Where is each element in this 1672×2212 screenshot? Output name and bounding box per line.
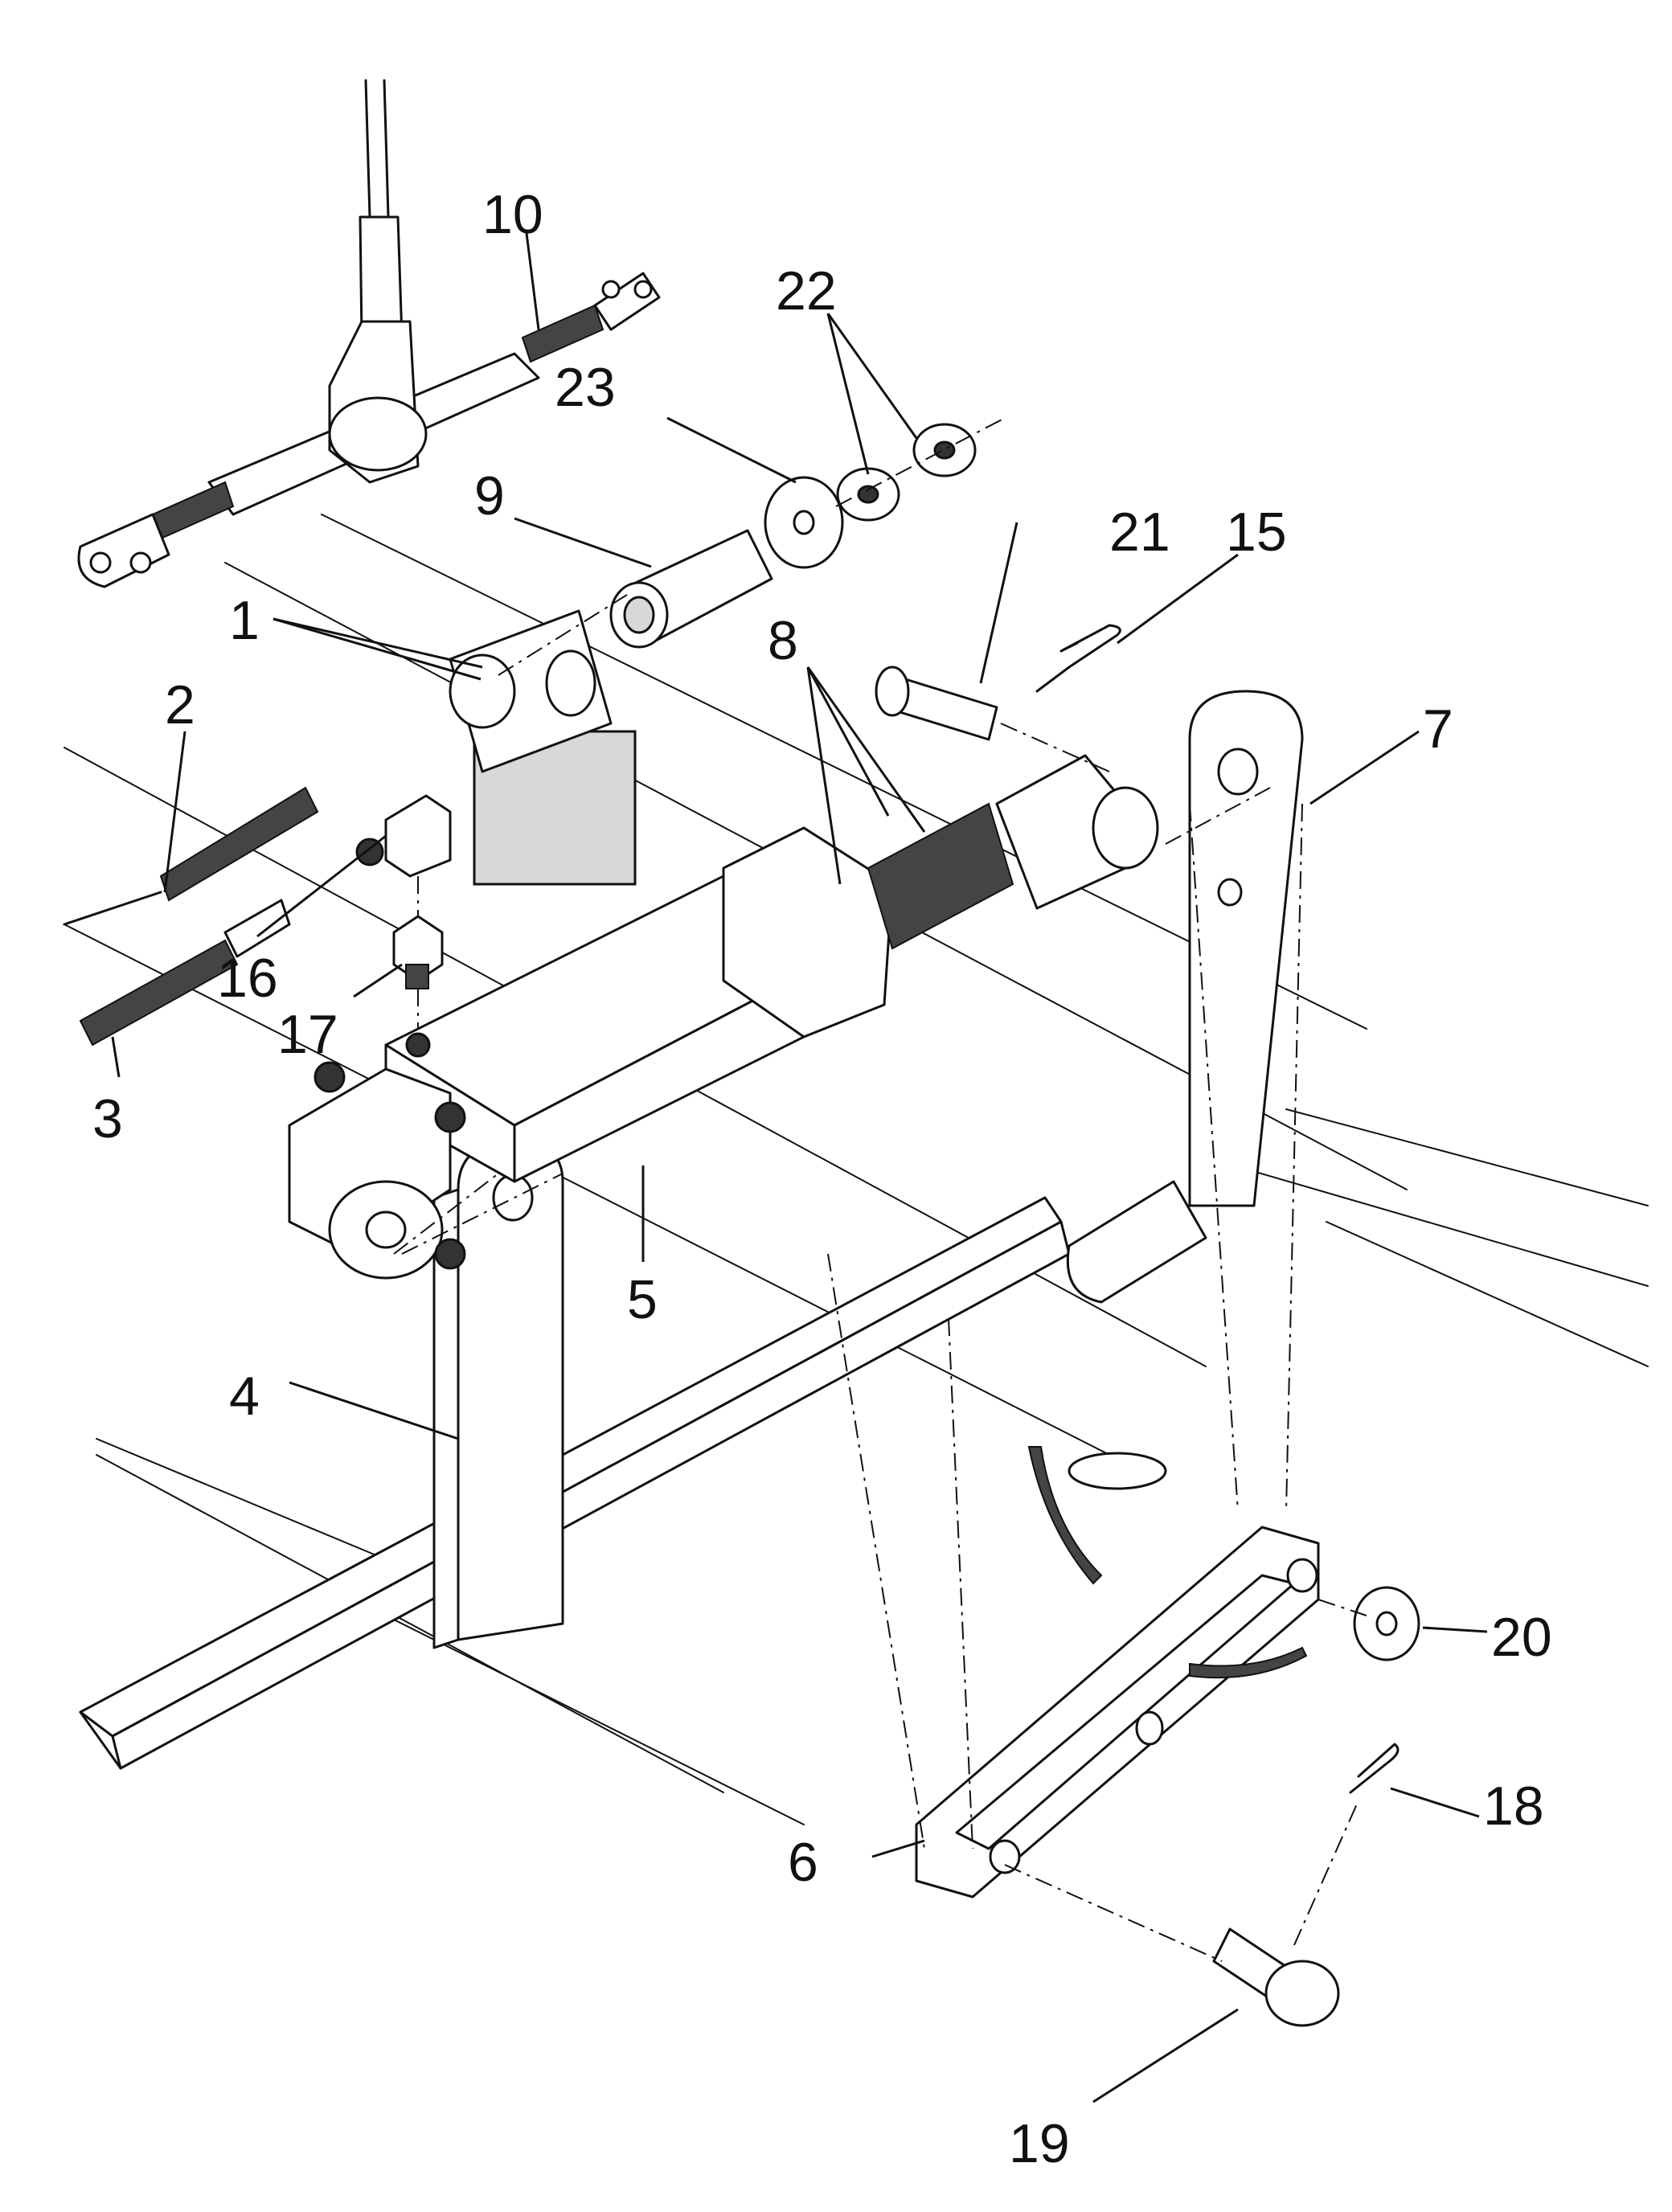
- fitting-part-16: [355, 794, 452, 878]
- callout-18: 18: [1483, 1776, 1544, 1837]
- cotter-pin-part-18: [1349, 1743, 1399, 1794]
- callout-5: 5: [627, 1269, 658, 1330]
- callout-2: 2: [165, 674, 195, 735]
- callout-8: 8: [768, 610, 798, 671]
- callout-16: 16: [217, 948, 278, 1009]
- callout-leaders: [111, 232, 1488, 2103]
- callout-4: 4: [229, 1366, 260, 1427]
- washer-part-20: [1353, 1586, 1420, 1661]
- clevis-pin-part-21: [875, 666, 998, 741]
- hitch-pin-part-19: [1212, 1927, 1340, 2027]
- hydraulic-cylinder-part-5: [288, 754, 1159, 1280]
- clevis-part-1: [449, 609, 637, 886]
- callout-9: 9: [474, 465, 505, 526]
- callout-3: 3: [92, 1088, 123, 1149]
- callout-23: 23: [555, 357, 616, 418]
- tie-rod-part-10: [77, 79, 661, 588]
- callout-15: 15: [1226, 502, 1287, 563]
- washer-part-23: [764, 476, 844, 569]
- callout-labels: 1 2 3 4 5 6 7 8 9 10 15 16 17 18 19 20 2…: [92, 184, 1552, 2174]
- callout-17: 17: [277, 1004, 338, 1065]
- callout-6: 6: [788, 1832, 818, 1893]
- mounting-bracket-part-4: [432, 1140, 564, 1649]
- alignment-lines: [393, 417, 1367, 1962]
- drawbar-part-6: [915, 1446, 1320, 1899]
- sleeve-part-9: [609, 529, 773, 649]
- callout-1: 1: [229, 590, 260, 651]
- callout-21: 21: [1109, 502, 1170, 563]
- callout-10: 10: [482, 184, 543, 245]
- hairpin-part-15: [1035, 624, 1121, 693]
- threaded-rod-part-2: [63, 786, 319, 926]
- frame-beam: [79, 1196, 1071, 1770]
- callout-7: 7: [1423, 698, 1453, 760]
- lever-arm-part-7: [1066, 690, 1304, 1304]
- callout-20: 20: [1491, 1607, 1552, 1668]
- hose-part-3: [79, 899, 291, 1047]
- bushings-part-22: [836, 423, 977, 522]
- callout-19: 19: [1009, 2113, 1070, 2174]
- callout-22: 22: [776, 260, 837, 322]
- fitting-part-17: [392, 915, 444, 989]
